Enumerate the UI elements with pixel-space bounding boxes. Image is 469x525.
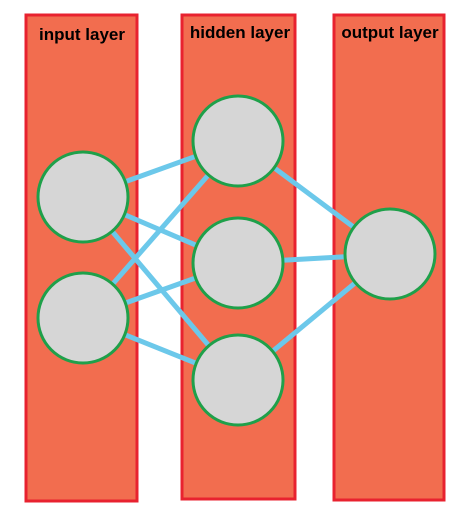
hidden-layer-label: hidden layer xyxy=(190,23,291,42)
input-node xyxy=(36,150,130,244)
connection-line xyxy=(110,173,211,286)
input-layer-label: input layer xyxy=(39,25,125,44)
output-layer-label: output layer xyxy=(341,23,439,42)
input-node xyxy=(36,271,130,365)
hidden-node xyxy=(191,216,285,310)
connections-group xyxy=(110,153,357,366)
connection-line xyxy=(123,332,198,366)
connection-line xyxy=(124,153,197,185)
connection-line xyxy=(272,165,356,230)
output-node xyxy=(343,207,437,301)
hidden-node xyxy=(191,94,285,188)
hidden-node xyxy=(191,333,285,427)
connection-line xyxy=(271,280,357,354)
input-layer-panel xyxy=(24,13,139,503)
connection-line xyxy=(282,254,346,263)
connection-line xyxy=(124,275,197,306)
